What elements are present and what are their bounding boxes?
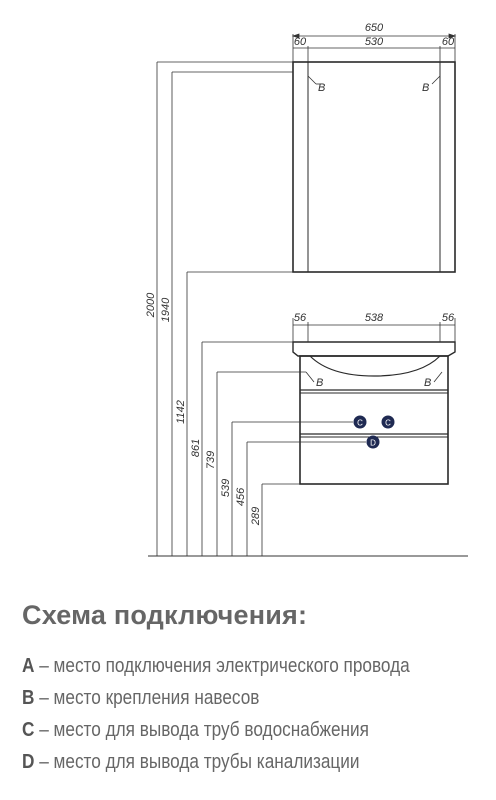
- dim-height-456: 456: [235, 487, 247, 506]
- svg-text:B: B: [422, 82, 429, 94]
- vanity-hanger-marker-left: B: [305, 371, 323, 389]
- svg-text:B: B: [424, 377, 431, 389]
- dim-height-1142: 1142: [175, 400, 187, 424]
- svg-text:B: B: [318, 82, 325, 94]
- dim-mirror-side-right: 60: [442, 36, 455, 48]
- vanity-hanger-marker-right: B: [424, 371, 443, 389]
- svg-text:C: C: [357, 419, 363, 428]
- vanity-unit: [292, 341, 456, 485]
- dim-height-1940: 1940: [160, 297, 172, 322]
- mirror-cabinet: [292, 61, 456, 273]
- dim-height-861: 861: [190, 439, 202, 457]
- dim-height-289: 289: [250, 507, 262, 526]
- dim-mirror-side-left: 60: [294, 36, 307, 48]
- dim-vanity-inner: 538: [365, 312, 384, 324]
- connection-diagram: 650 60 530 60 B B 56 538 56 B: [145, 22, 468, 557]
- dim-vanity-side-left: 56: [294, 312, 307, 324]
- legend-title: Схема подключения:: [22, 600, 308, 630]
- legend-item-b: B – место крепления навесов: [22, 687, 260, 709]
- mirror-width-dimension: [291, 33, 457, 62]
- dim-height-539: 539: [220, 479, 232, 497]
- dim-mirror-inner: 530: [365, 36, 384, 48]
- legend: Схема подключения: A – место подключения…: [22, 600, 492, 783]
- legend-item-c: C – место для вывода труб водоснабжения: [22, 719, 369, 741]
- legend-item-a: A – место подключения электрического про…: [22, 655, 410, 677]
- drain-marker: D: [366, 435, 380, 449]
- dim-mirror-total: 650: [365, 22, 384, 34]
- vanity-width-dimension: [292, 318, 456, 342]
- dim-height-2000: 2000: [145, 292, 157, 318]
- dim-vanity-side-right: 56: [442, 312, 455, 324]
- mirror-hanger-marker-left: B: [307, 75, 325, 94]
- svg-text:B: B: [316, 377, 323, 389]
- svg-text:D: D: [370, 439, 376, 448]
- height-dimensions: [148, 61, 468, 557]
- mirror-hanger-marker-right: B: [422, 75, 441, 94]
- legend-item-d: D – место для вывода трубы канализации: [22, 751, 360, 773]
- svg-text:C: C: [385, 419, 391, 428]
- dim-height-739: 739: [205, 451, 217, 469]
- water-supply-marker-left: C: [353, 415, 367, 429]
- water-supply-marker-right: C: [381, 415, 395, 429]
